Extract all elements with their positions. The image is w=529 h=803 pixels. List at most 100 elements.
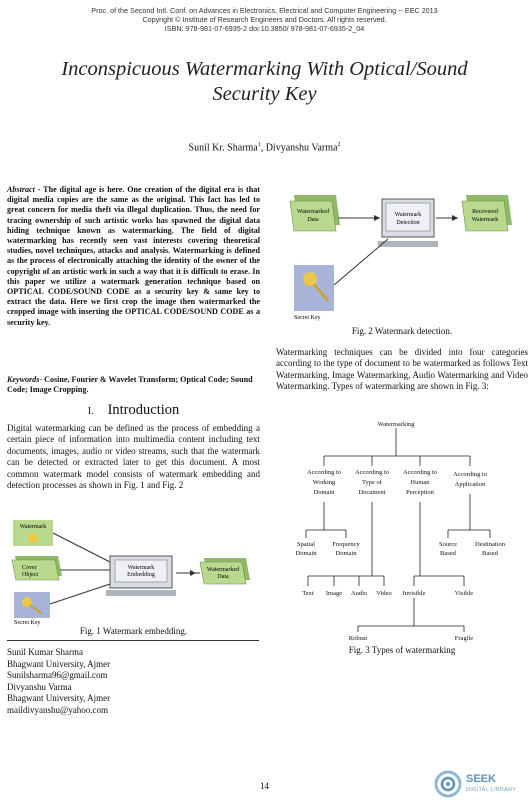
- fig2-arrow-3: [333, 238, 389, 286]
- key-icon-shaft: [29, 604, 43, 615]
- watermark-categories-paragraph: Watermarking techniques can be divided i…: [276, 347, 528, 392]
- key-icon: [22, 597, 32, 607]
- section-number: I.: [87, 406, 94, 417]
- recovered-watermark-box: [461, 200, 509, 232]
- abstract-label: Abstract: [7, 185, 35, 194]
- section-heading: I. Introduction: [7, 402, 260, 419]
- fig2-arrowhead-2: [452, 215, 458, 221]
- fig1-embed-line1: Watermark: [128, 565, 155, 571]
- embedding-screen: [114, 559, 168, 583]
- fig1-arrowhead: [190, 570, 196, 576]
- fig3-d8: Visible: [455, 590, 474, 597]
- fig1-arrow-4: [49, 583, 111, 605]
- seek-logo-subtitle: DIGITAL LIBRARY: [466, 787, 517, 793]
- seek-logo-icon: [434, 770, 462, 798]
- fig2-key-icon: [303, 272, 317, 286]
- fig1-embed-line2: Embedding: [127, 572, 155, 578]
- fig3-e2: Fragile: [455, 635, 474, 642]
- fig2-in-line1: Watermarked: [297, 209, 329, 215]
- fig3-c4b: Application: [455, 481, 486, 488]
- fig3-c3c: Perception: [406, 489, 435, 496]
- fig3-d7: Invisible: [403, 590, 426, 597]
- fig3-c3b: Human: [410, 479, 430, 486]
- fig3-c2c: Document: [358, 489, 385, 496]
- cover-object-box: [11, 559, 60, 581]
- fig3-d6: Video: [376, 590, 392, 597]
- paper-title-line2: Security Key: [212, 83, 317, 105]
- paper-title-line1: Inconspicuous Watermarking With Optical/…: [61, 58, 468, 80]
- fig3-d10b: Based: [482, 550, 499, 557]
- embedding-keyboard: [106, 590, 176, 596]
- authors: Sunil Kr. Sharma1, Divyanshu Varma2: [0, 142, 529, 153]
- fig3-d2b: Domain: [336, 550, 358, 557]
- contact-email-2[interactable]: maildivyanshu@yahoo.com: [7, 704, 109, 715]
- figure-1-diagram: Watermark Cover Object Watermark Embeddi…: [11, 520, 250, 626]
- watermarked-data-box: [199, 561, 247, 585]
- copyright-line: Copyright © Institute of Research Engine…: [142, 15, 387, 24]
- contact-affil-1: Bhagwant University, Ajmer: [7, 658, 111, 669]
- fig3-root: Watermarking: [377, 421, 415, 428]
- fig2-out-line2: Watermark: [472, 217, 499, 223]
- keywords: Keywords- Cosine, Fourier & Wavelet Tran…: [7, 375, 260, 395]
- contact-name-1: Sunil Kumar Sharma: [7, 647, 83, 657]
- abstract-text: - The digital age is here. One creation …: [7, 185, 260, 327]
- conference-line: Proc. of the Second Intl. Conf. on Advan…: [91, 6, 438, 15]
- fig1-cover-line2: Object: [22, 572, 38, 578]
- fig2-det-line2: Detection: [396, 220, 419, 226]
- contact-name-2: Divyanshu Varma: [7, 681, 72, 692]
- seek-digital-library-logo: SEEK DIGITAL LIBRARY: [434, 770, 526, 800]
- fig1-key-label: Secret Key: [14, 620, 41, 626]
- author-2-affil: 2: [337, 142, 341, 148]
- author-1-affil: 1: [257, 142, 261, 148]
- detection-keyboard: [378, 241, 438, 247]
- fig1-out-line2: Data: [217, 574, 229, 580]
- fig3-c2b: Type of: [362, 479, 383, 486]
- detection-screen: [385, 202, 431, 232]
- fig3-c4a: According to: [453, 471, 487, 478]
- fig3-d5: Audio: [351, 590, 367, 597]
- fig1-watermark-label: Watermark: [20, 524, 47, 530]
- fig2-out-line1: Recovered: [472, 209, 498, 215]
- isbn-line: ISBN: 978-981-07-6935-2 doi:10.3850/ 978…: [164, 24, 365, 33]
- figure-2-diagram: Watermarked Data Watermark Detection Rec…: [289, 195, 512, 321]
- fig3-d9b: Based: [440, 550, 457, 557]
- fig2-arrowhead-1: [374, 215, 380, 221]
- fig1-arrow-1: [52, 532, 111, 563]
- fig3-d2a: Frequency: [332, 541, 360, 548]
- keywords-text: Cosine, Fourier & Wavelet Transform; Opt…: [7, 375, 253, 395]
- fig3-c1c: Domain: [314, 489, 336, 496]
- fig2-secret-key-box: [294, 265, 334, 311]
- fig3-d1a: Spatial: [297, 541, 315, 548]
- author-contact: Sunil Kumar Sharma Bhagwant University, …: [7, 647, 207, 716]
- figure-2-caption: Fig. 2 Watermark detection.: [351, 326, 453, 336]
- fig3-c3a: According to: [403, 469, 437, 476]
- fig3-d10a: Destination: [475, 541, 506, 548]
- fig3-c2a: According to: [355, 469, 389, 476]
- fig1-cover-line1: Cover: [22, 565, 37, 571]
- figure-1-caption: Fig. 1 Watermark embedding.: [79, 626, 188, 636]
- figure-3-caption: Fig. 3 Types of watermarking: [348, 645, 456, 655]
- fig3-c1a: According to: [307, 469, 341, 476]
- secret-key-box: [14, 592, 50, 618]
- figure-3-diagram: Watermarking According to Working Domain…: [296, 421, 506, 642]
- fig3-d4: Image: [326, 590, 342, 597]
- footnote-rule: [7, 640, 259, 641]
- abstract: Abstract - The digital age is here. One …: [7, 185, 260, 328]
- fig2-key-label: Secret Key: [294, 315, 321, 321]
- author-2: , Divyanshu Varma: [260, 142, 338, 154]
- fig1-out-line1: Watermarked: [207, 567, 239, 573]
- fig2-key-icon-shaft: [313, 283, 329, 302]
- watermark-icon: [28, 533, 38, 543]
- fig3-d9a: Source: [439, 541, 457, 548]
- keywords-label: Keywords-: [7, 375, 43, 384]
- section-title: Introduction: [107, 402, 180, 418]
- fig2-in-line2: Data: [307, 217, 319, 223]
- fig3-d3: Text: [302, 590, 314, 597]
- page-number: 14: [260, 781, 269, 791]
- fig3-c1b: Working: [313, 479, 336, 486]
- fig2-watermarked-data-box: [289, 200, 337, 232]
- contact-email-1[interactable]: Sunilsharma96@gmail.com: [7, 670, 108, 680]
- author-1: Sunil Kr. Sharma: [188, 142, 258, 154]
- fig3-e1: Robust: [349, 635, 368, 642]
- seek-logo-name: SEEK: [466, 773, 496, 785]
